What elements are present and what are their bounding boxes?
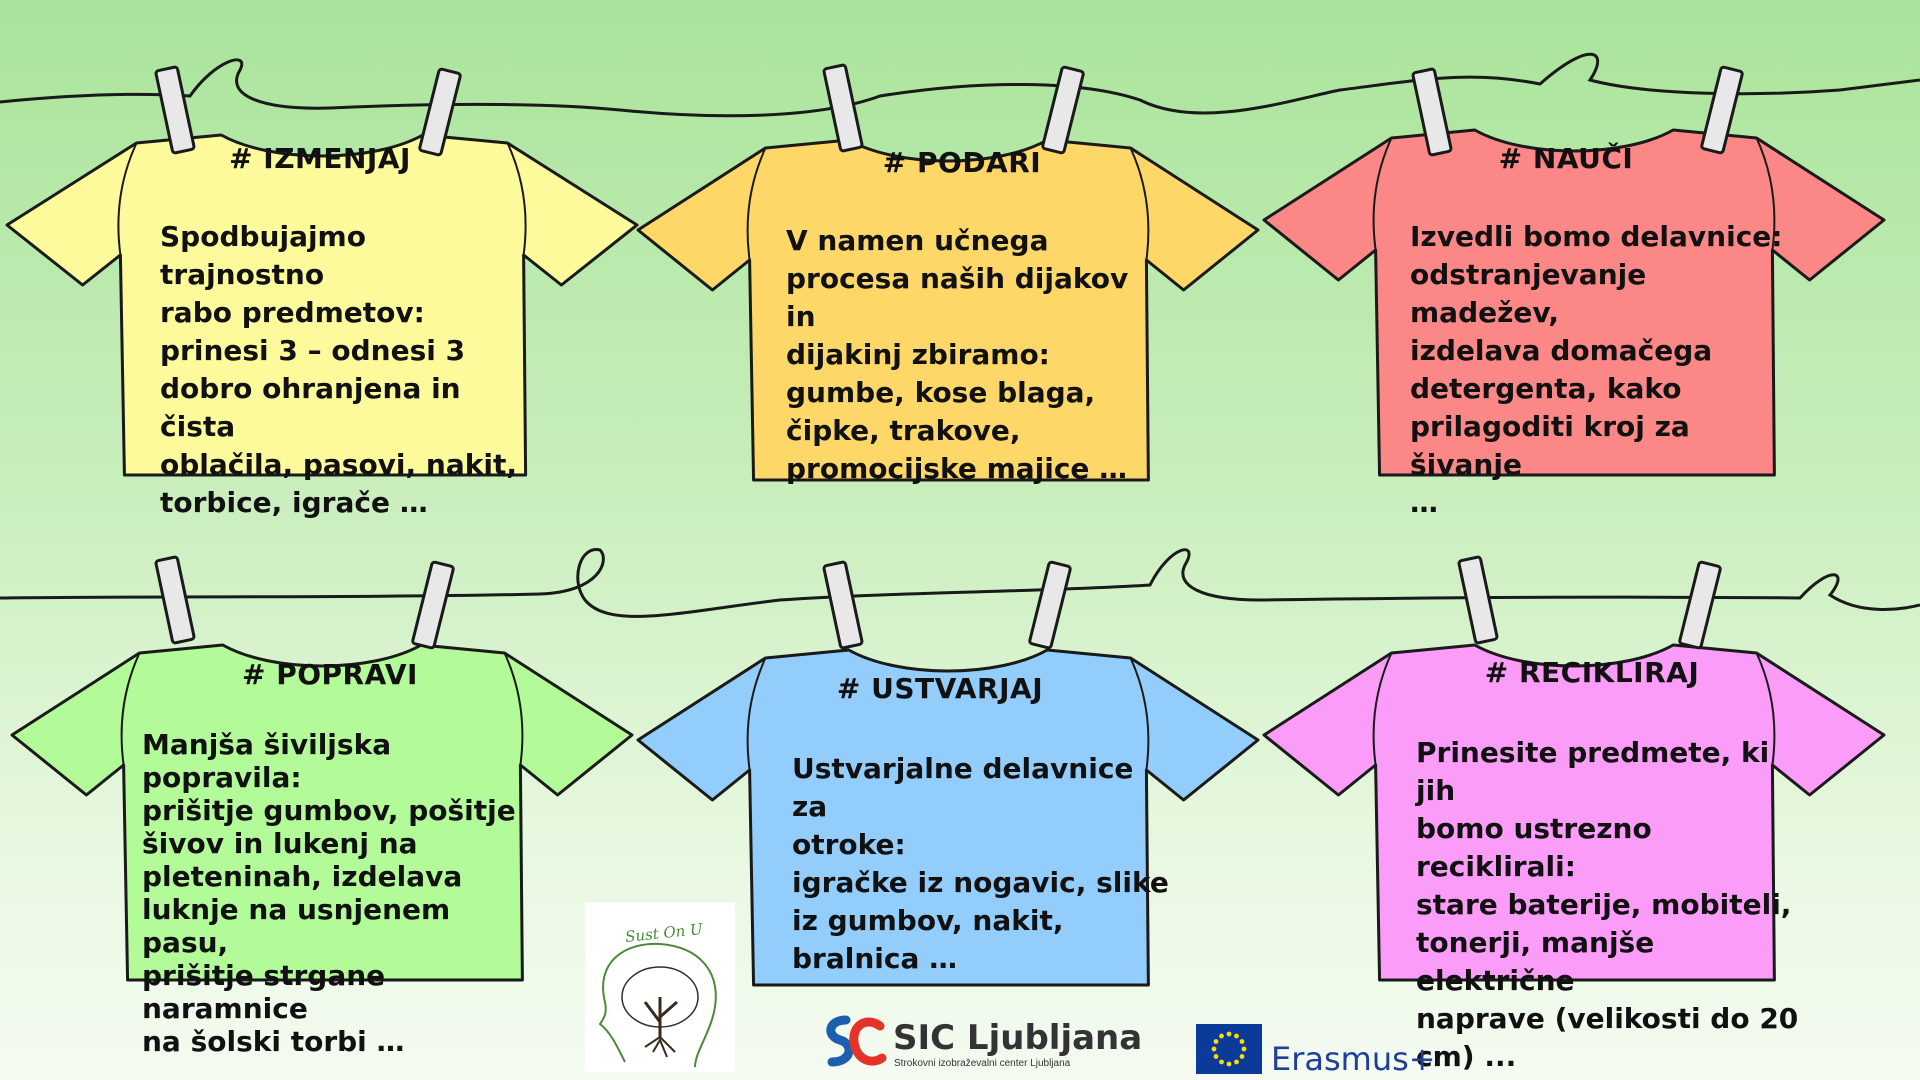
tree-head-icon: [598, 942, 717, 1068]
eu-star-icon: [1219, 1033, 1224, 1039]
clothespin-icon: [822, 63, 864, 153]
clothespin-icon: [1411, 67, 1453, 157]
sleeve-seam: [506, 142, 527, 256]
clothespin-icon: [1028, 560, 1072, 650]
shirts-layer: [5, 63, 1886, 987]
shirt-popravi: [10, 555, 634, 982]
sic-name: SIC Ljubljana: [893, 1018, 1143, 1058]
eu-star-icon: [1234, 1059, 1239, 1065]
shirt-shape-podari: [636, 138, 1260, 482]
shirt-shape-recikliraj: [1262, 643, 1886, 982]
sleeve-seam: [746, 147, 767, 261]
shirt-body-ustvarjaj: Ustvarjalne delavnice za otroke: igračke…: [792, 752, 1169, 975]
eu-flag-icon: [1196, 1024, 1262, 1074]
sleeve-seam: [1129, 147, 1150, 261]
eu-star-icon: [1219, 1059, 1224, 1065]
erasmus-label: Erasmus+: [1271, 1040, 1436, 1078]
shirt-body-podari: V namen učnega procesa naših dijakov in …: [786, 224, 1129, 485]
shirt-shape-izmenjaj: [5, 133, 639, 477]
clothespin-icon: [418, 67, 462, 157]
clothespin-icon: [1041, 65, 1085, 155]
eu-star-icon: [1213, 1054, 1219, 1059]
shirt-izmenjaj: [5, 65, 639, 477]
sic-subtitle: Strokovni izobraževalni center Ljubljana: [894, 1058, 1071, 1069]
clothespin-icon: [822, 560, 864, 650]
clothesline-bottom: [0, 548, 1920, 618]
shirt-body-popravi: Manjša šiviljska popravila: prišitje gum…: [142, 728, 516, 1058]
shirt-title-popravi: # POPRAVI: [242, 658, 418, 691]
eu-star-icon: [1226, 1061, 1232, 1067]
shirt-shape-popravi: [10, 643, 634, 982]
shirt-title-recikliraj: # RECIKLIRAJ: [1484, 656, 1700, 689]
sustain-logo: Sust On U: [585, 902, 735, 1072]
clothesline-top: [0, 52, 1920, 118]
shirt-body-recikliraj: Prinesite predmete, ki jih bomo ustrezno…: [1416, 736, 1799, 1073]
shirt-title-ustvarjaj: # USTVARJAJ: [836, 672, 1044, 705]
clothespin-icon: [411, 560, 455, 650]
sleeve-seam: [117, 142, 138, 256]
sleeve-seam: [1372, 137, 1393, 251]
shirt-shape-ustvarjaj: [636, 648, 1260, 987]
clothespin-icon: [1678, 560, 1722, 650]
shirt-shape-nauci: [1262, 128, 1886, 477]
sic-mark-icon: [826, 1015, 887, 1067]
shirt-body-nauci: Izvedli bomo delavnice: odstranjevanje m…: [1410, 220, 1783, 519]
shirt-nauci: [1262, 65, 1886, 477]
shirt-recikliraj: [1262, 555, 1886, 982]
eu-star-icon: [1226, 1031, 1232, 1037]
clothespin-icon: [154, 555, 196, 645]
sleeve-seam: [1372, 652, 1393, 766]
shirt-title-nauci: # NAUČI: [1498, 142, 1634, 175]
sleeve-seam: [746, 657, 767, 771]
sleeve-seam: [120, 652, 141, 766]
shirt-ustvarjaj: [636, 560, 1260, 987]
sleeve-seam: [1755, 652, 1776, 766]
shirt-title-podari: # PODARI: [882, 146, 1042, 179]
sic-logo: SIC Ljubljana Strokovni izobraževalni ce…: [818, 1012, 1142, 1072]
shirt-podari: [636, 63, 1260, 482]
shirt-title-izmenjaj: # IZMENJAJ: [229, 142, 411, 175]
sleeve-seam: [1129, 657, 1150, 771]
eu-star-icon: [1241, 1046, 1247, 1052]
clothespin-icon: [1700, 65, 1744, 155]
sleeve-seam: [503, 652, 524, 766]
eu-star-icon: [1211, 1046, 1217, 1052]
eu-star-icon: [1213, 1039, 1219, 1044]
erasmus-logo: Erasmus+: [1196, 1020, 1436, 1078]
eu-star-icon: [1239, 1039, 1245, 1044]
clothespin-icon: [154, 65, 196, 155]
sleeve-seam: [1755, 137, 1776, 251]
clothespin-icon: [1457, 555, 1499, 645]
eu-star-icon: [1234, 1033, 1239, 1039]
shirt-body-izmenjaj: Spodbujajmo trajnostno rabo predmetov: p…: [160, 220, 517, 519]
eu-star-icon: [1239, 1054, 1245, 1059]
